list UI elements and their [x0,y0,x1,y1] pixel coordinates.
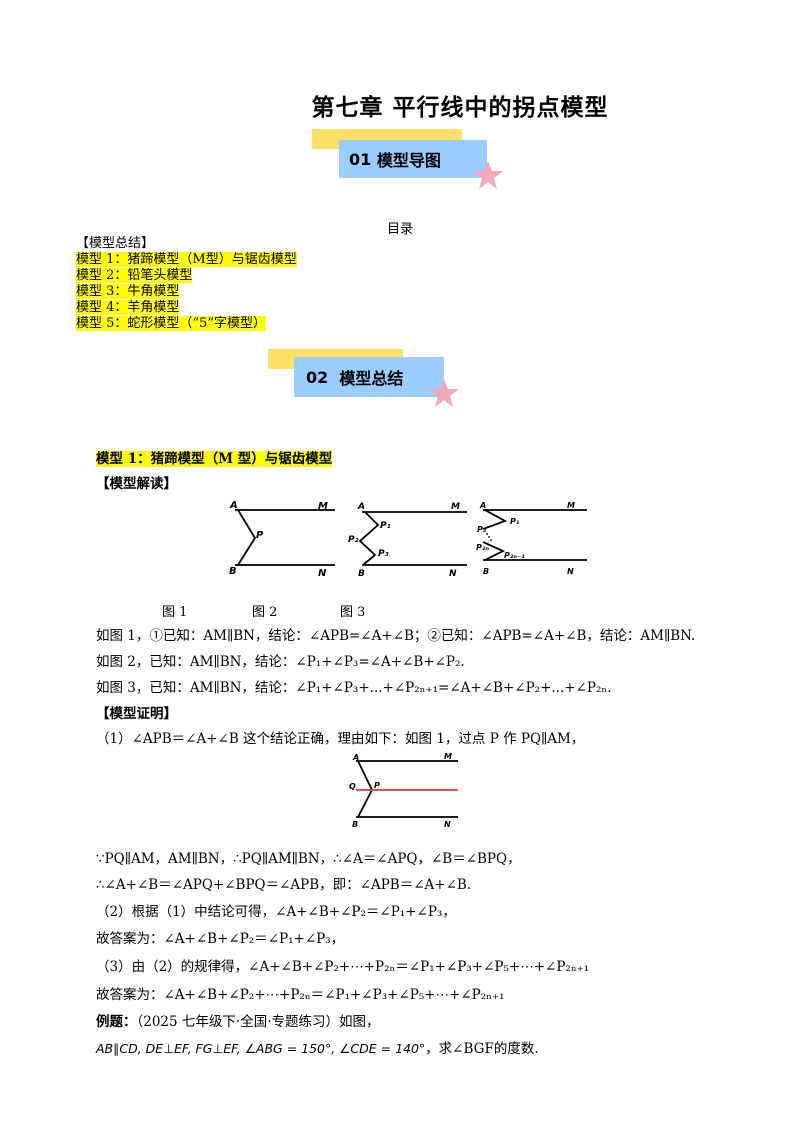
figure-2 [358,511,467,566]
point-label: P₂ [477,525,487,534]
toc-item[interactable]: 模型 3：牛角模型 [76,284,180,299]
proof-figure: A M Q P B N [349,752,458,828]
proof-line: 故答案为：∠A+∠B+∠P₂+⋯+P₂ₙ＝∠P₁+∠P₃+∠P₅+⋯+∠P₂ₙ₊… [96,987,505,1003]
star-icon [429,379,459,407]
section-banner-2: 02 模型总结 [268,349,468,409]
proof-line: （3）由（2）的规律得，∠A+∠B+∠P₂+⋯+P₂ₙ＝∠P₁+∠P₃+∠P₅+… [96,959,590,975]
point-label: P₃ [378,549,389,559]
point-label: P₂ₙ [476,543,489,552]
point-label: A [229,500,238,511]
figure-label: 图 1 [162,605,188,620]
point-label: M [451,502,460,512]
page-title: 第七章 平行线中的拐点模型 [311,95,609,121]
figure-1 [235,509,335,566]
figure-label: 图 3 [340,605,366,620]
point-label: B [229,566,237,577]
point-label: P₁ [380,521,391,531]
proof-line: （1）∠APB＝∠A+∠B 这个结论正确，理由如下：如图 1，过点 P 作 PQ… [96,731,585,747]
point-label: M [444,752,452,761]
point-label: N [318,568,327,579]
example-condition: AB∥CD, DE⊥EF, FG⊥EF, ∠ABG = 150°, ∠CDE =… [96,1041,426,1056]
example-source: （2025 七年级下·全国·专题练习）如图， [136,1014,380,1030]
banner-number: 02 [306,367,329,387]
toc-item[interactable]: 模型 2：铅笔头模型 [76,268,193,283]
point-label: P₂ₙ₋₁ [504,551,525,560]
section-banner-1: 01 模型导图 [312,129,512,189]
conclusion-line: 如图 2，已知：AM∥BN，结论：∠P₁+∠P₃=∠A+∠B+∠P₂. [96,654,465,670]
point-label: M [318,501,328,512]
point-label: P₁ [510,517,520,526]
toc-list: 【模型总结】 模型 1：猪蹄模型（M型）与锯齿模型 模型 2：铅笔头模型 模型 … [76,236,297,332]
point-label: B [483,567,489,576]
proof-header: 【模型证明】 [96,706,177,722]
toc-item[interactable]: 模型 5：蛇形模型（“5”字模型） [76,316,266,331]
figure-3 [482,509,587,561]
point-label: A [479,501,486,510]
point-label: N [449,569,457,579]
proof-line: 故答案为：∠A+∠B+∠P₂＝∠P₁+∠P₃， [96,931,345,947]
proof-line: ∴∠A+∠B＝∠APQ+∠BPQ＝∠APB，即：∠APB＝∠A+∠B. [96,877,472,893]
banner-number: 01 [349,149,372,169]
toc-caption: 目录 [386,222,413,237]
point-label: N [567,567,574,576]
toc-item[interactable]: 模型 4：羊角模型 [76,300,180,315]
model-figures: A M P B N A M P₁ P₂ P₃ B N A M P₁ P₂ P₂ₙ… [229,500,587,579]
point-label: B [352,820,358,828]
point-label: A [352,753,359,762]
banner-text: 模型总结 [339,369,404,388]
banner-text: 模型导图 [376,151,441,170]
example-label: 例题： [96,1014,137,1030]
point-label: Q [349,782,356,791]
proof-line: （2）根据（1）中结论可得，∠A+∠B+∠P₂＝∠P₁+∠P₃， [96,904,456,920]
interpret-header: 【模型解读】 [96,476,177,492]
conclusion-line: 如图 1，①已知：AM∥BN，结论：∠APB=∠A+∠B；②已知：∠APB=∠A… [96,628,696,644]
toc-item[interactable]: 模型 1：猪蹄模型（M型）与锯齿模型 [76,252,297,267]
figure-label: 图 2 [252,605,278,620]
toc-header: 【模型总结】 [76,236,155,251]
conclusion-line: 如图 3，已知：AM∥BN，结论：∠P₁+∠P₃+...+∠P₂ₙ₊₁=∠A+∠… [96,680,612,696]
point-label: P [374,781,380,790]
example-question: ，求∠BGF的度数. [425,1041,539,1057]
point-label: M [567,501,575,510]
model1-heading: 模型 1：猪蹄模型（M 型）与锯齿模型 [96,451,333,467]
star-icon [473,161,503,189]
point-label: P [256,530,264,541]
proof-line: ∵PQ∥AM，AM∥BN，∴PQ∥AM∥BN，∴∠A＝∠APQ，∠B＝∠BPQ， [96,851,521,867]
point-label: A [357,502,365,512]
point-label: P₂ [348,535,359,545]
point-label: B [358,569,365,579]
point-label: N [444,820,451,828]
